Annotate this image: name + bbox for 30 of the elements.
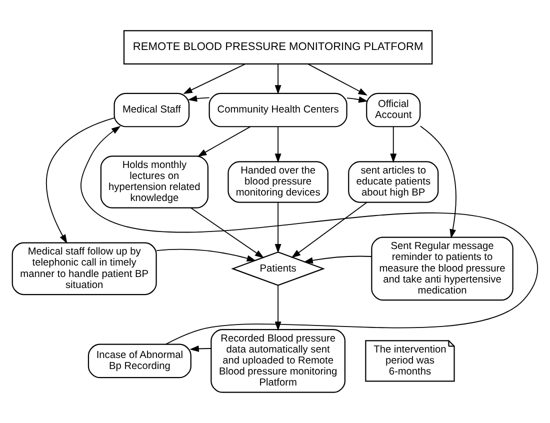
node-box: Handed over the blood pressure monitoring devices [228,161,328,203]
arrow [80,126,538,345]
node-box: Community Health Centers [208,92,348,128]
arrow [420,126,456,238]
node-box: sent articles to educate patients about high BP [348,161,439,203]
node-box: Incase of Abnormal Bp Recording [88,344,192,378]
arrow [304,256,372,264]
node-box: Sent Regular message reminder to patients to measure the blood pressure and take anti hypertensive medication [371,236,514,301]
node-box: REMOTE BLOOD PRESSURE MONITORING PLATFORM [123,30,433,64]
node-box: Medical staff follow up by telephonic call in timely manner to handle patient BP situation [12,242,157,296]
arrow [308,64,368,96]
arrow [274,64,282,94]
arrow [274,202,282,254]
arrow [291,202,368,258]
arrow [183,64,246,94]
arrow [46,117,115,244]
node-diamond: Patients [231,252,325,286]
node-box: Recorded Blood pressure data automatically sent and uploaded to Remote Blood pressure monitoring Platform [210,329,346,393]
node-box: Holds monthly lectures on hypertension related knowledge [100,156,208,208]
arrow [190,346,212,352]
arrow [274,126,282,163]
arrow [346,96,368,103]
arrow [274,284,282,331]
arrow [190,207,264,258]
node-box: Medical Staff [114,92,190,128]
arrow [390,126,397,163]
node-box: Official Account [366,92,421,128]
arrow [156,248,256,262]
arrow [188,95,210,102]
arrow [197,126,251,157]
